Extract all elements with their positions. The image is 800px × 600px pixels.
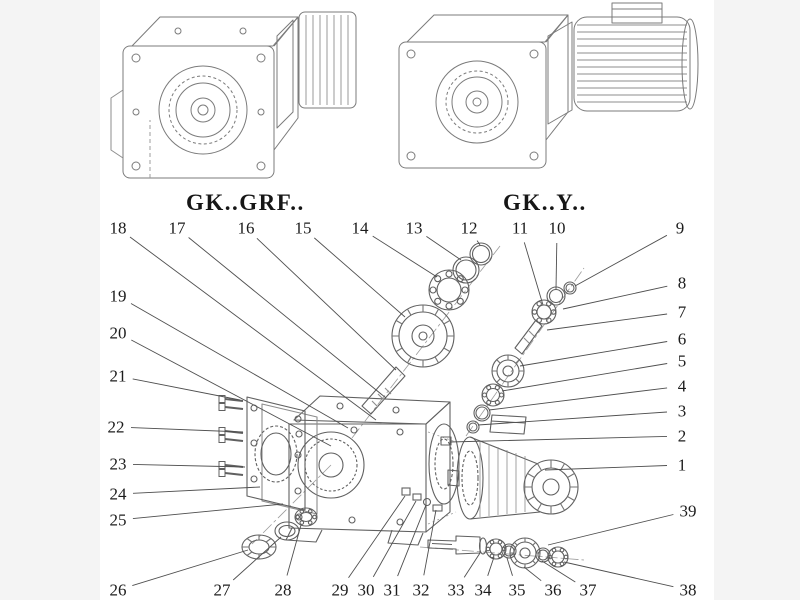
leader-line-26 <box>132 549 249 587</box>
leader-line-2 <box>449 435 668 443</box>
leader-line-21 <box>132 378 241 401</box>
part-number-35: 35 <box>508 580 526 600</box>
leader-line-28 <box>286 524 302 576</box>
leader-line-29 <box>348 495 406 578</box>
leader-line-38 <box>563 561 674 588</box>
part-number-29: 29 <box>331 580 349 600</box>
part-number-34: 34 <box>474 580 492 600</box>
leader-line-32 <box>423 509 437 576</box>
page-background <box>100 0 714 600</box>
part-number-28: 28 <box>274 580 292 600</box>
part-number-2: 2 <box>677 426 687 446</box>
part-number-39: 39 <box>679 501 697 521</box>
part-number-13: 13 <box>405 218 423 238</box>
part-number-23: 23 <box>109 454 127 474</box>
part-number-14: 14 <box>351 218 369 238</box>
part-number-27: 27 <box>213 580 231 600</box>
leader-line-17 <box>188 237 387 399</box>
part-number-37: 37 <box>579 580 597 600</box>
part-number-19: 19 <box>109 286 127 306</box>
leader-line-27 <box>232 536 282 581</box>
leader-line-20 <box>131 339 332 447</box>
page-margin-right <box>714 0 800 600</box>
part-number-3: 3 <box>677 401 687 421</box>
leader-line-16 <box>256 237 397 371</box>
part-number-32: 32 <box>412 580 430 600</box>
output-gear-stack-drawing <box>361 242 493 415</box>
part-number-25: 25 <box>109 510 127 530</box>
leader-line-9 <box>574 234 668 287</box>
part-number-31: 31 <box>383 580 401 600</box>
part-number-8: 8 <box>677 273 687 293</box>
leader-line-14 <box>372 235 438 278</box>
gear-housing-drawing <box>285 395 460 546</box>
part-number-9: 9 <box>675 218 685 238</box>
part-number-21: 21 <box>109 366 127 386</box>
part-number-16: 16 <box>237 218 255 238</box>
leader-line-30 <box>372 500 417 578</box>
leader-line-31 <box>397 504 427 577</box>
leader-line-5 <box>501 363 668 392</box>
leader-line-3 <box>477 411 668 426</box>
part-number-15: 15 <box>294 218 312 238</box>
leader-line-18 <box>129 236 377 421</box>
part-number-18: 18 <box>109 218 127 238</box>
leader-line-4 <box>488 387 668 411</box>
part-number-12: 12 <box>460 218 478 238</box>
part-number-11: 11 <box>511 218 529 238</box>
gearbox-grf-drawing <box>110 11 357 179</box>
leader-line-13 <box>426 236 462 261</box>
part-number-4: 4 <box>677 376 687 396</box>
part-number-24: 24 <box>109 484 127 504</box>
leader-line-19 <box>130 303 349 429</box>
leader-line-22 <box>130 427 244 433</box>
small-fasteners-drawing <box>401 487 443 512</box>
leader-line-6 <box>519 341 668 367</box>
part-number-5: 5 <box>677 351 687 371</box>
part-number-26: 26 <box>109 580 127 600</box>
part-number-22: 22 <box>107 417 125 437</box>
leader-line-12 <box>476 240 481 246</box>
leader-line-7 <box>546 313 668 331</box>
leader-line-23 <box>132 463 246 468</box>
leader-line-25 <box>132 503 284 520</box>
leader-line-34 <box>487 556 495 576</box>
output-shaft-drawing <box>427 535 569 569</box>
leader-line-39 <box>547 514 674 546</box>
leader-line-10 <box>555 242 558 290</box>
leader-line-11 <box>523 242 544 306</box>
part-number-20: 20 <box>109 323 127 343</box>
leader-line-15 <box>314 237 406 318</box>
page-margin-left <box>0 0 100 600</box>
leader-lines <box>129 234 674 588</box>
part-number-10: 10 <box>548 218 566 238</box>
part-number-33: 33 <box>447 580 465 600</box>
variant-label-gk-grf: GK..GRF.. <box>186 190 305 215</box>
leader-line-37 <box>541 560 576 583</box>
leader-line-1 <box>544 465 668 471</box>
leader-line-8 <box>562 285 668 310</box>
part-number-1: 1 <box>677 455 687 475</box>
part-number-6: 6 <box>677 329 687 349</box>
leader-line-24 <box>132 486 261 494</box>
variant-label-gk-y: GK..Y.. <box>503 190 587 215</box>
part-number-7: 7 <box>677 302 687 322</box>
leader-line-35 <box>506 557 513 576</box>
leader-line-33 <box>463 552 481 578</box>
part-number-36: 36 <box>544 580 562 600</box>
mounting-flange-drawing <box>246 396 318 515</box>
motor-drawing <box>447 414 579 520</box>
part-number-30: 30 <box>357 580 375 600</box>
part-number-38: 38 <box>679 580 697 600</box>
part-number-17: 17 <box>168 218 186 238</box>
leader-line-36 <box>523 566 542 582</box>
gearbox-y-drawing <box>398 2 699 169</box>
